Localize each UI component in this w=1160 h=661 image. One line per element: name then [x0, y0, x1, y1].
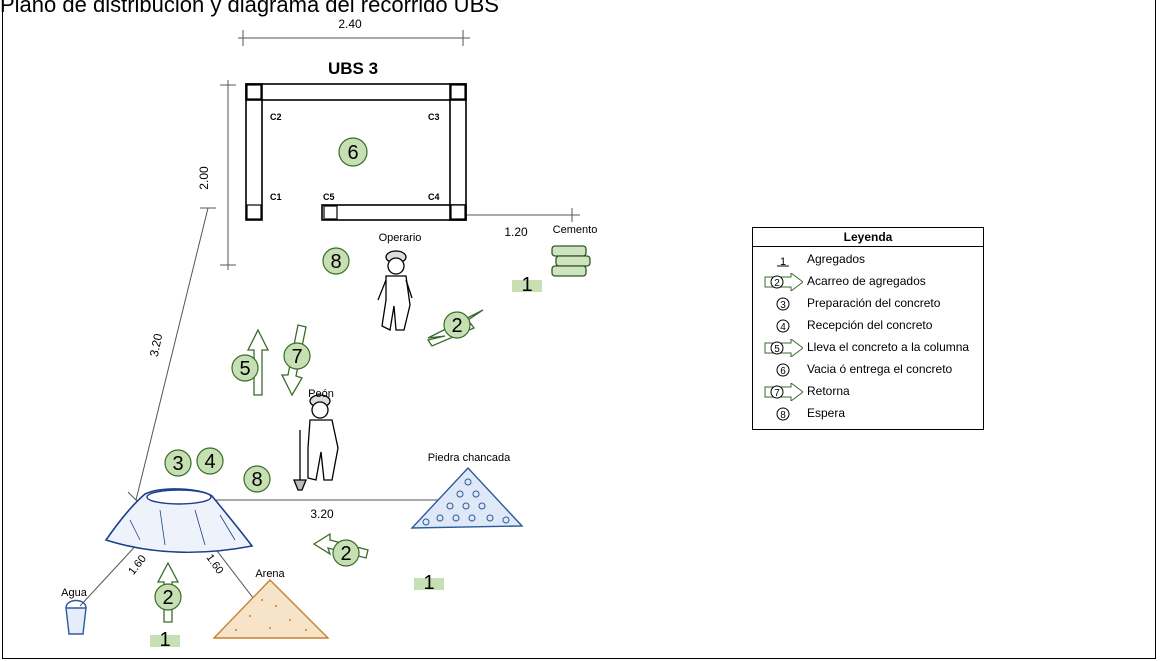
- dim-width-label: 2.40: [338, 17, 362, 31]
- agua-label: Agua: [61, 587, 88, 599]
- dim-horizontal-label: 3.20: [310, 507, 334, 521]
- legend-item-agregados: 1 Agregados: [753, 249, 983, 271]
- legend-symbol-arrow: 7: [764, 383, 803, 401]
- legend-symbol-arrow: 5: [764, 339, 803, 357]
- legend-item-acarreo: 2 Acarreo de agregados: [753, 271, 983, 293]
- legend-label: Espera: [807, 406, 846, 420]
- column-c5-label: C5: [323, 192, 335, 202]
- aggregate-bases: [150, 280, 542, 647]
- legend-item-recepcion: 4 Recepción del concreto: [753, 315, 983, 337]
- peon-label: Peón: [308, 388, 334, 400]
- column-c4-label: C4: [428, 192, 440, 202]
- dim-cemento-label: 1.20: [504, 225, 528, 239]
- water-bucket-icon: [65, 599, 87, 635]
- legend-item-vacia: 6 Vacia ó entrega el concreto: [753, 359, 983, 381]
- marker-recepcion: 4: [204, 451, 215, 473]
- marker-acarreo-bottom: 2: [162, 587, 173, 609]
- legend-title: Leyenda: [753, 228, 983, 247]
- legend-label: Acarreo de agregados: [807, 274, 926, 288]
- piedra-label: Piedra chancada: [428, 452, 511, 464]
- page-title: Plano de distribución y diagrama del rec…: [0, 0, 499, 17]
- ubs-column-blocks: [246, 84, 466, 220]
- column-c3-label: C3: [428, 112, 440, 122]
- legend-symbol-circle: 4: [776, 319, 790, 333]
- marker-acarreo-top: 2: [451, 315, 462, 337]
- legend-label: Agregados: [807, 252, 866, 266]
- legend-label: Preparación del concreto: [807, 296, 941, 310]
- ubs-title: UBS 3: [328, 59, 378, 78]
- legend-symbol-triangle: 1: [777, 256, 789, 268]
- dim-agua-label: 1.60: [126, 553, 149, 577]
- dim-arena-label: 1.60: [203, 552, 225, 576]
- svg-text:3: 3: [780, 300, 786, 311]
- marker-vacia: 6: [347, 142, 358, 164]
- marker-espera-mid: 8: [251, 469, 262, 491]
- legend-symbol-circle: 8: [776, 407, 790, 421]
- legend-label: Vacia ó entrega el concreto: [807, 362, 953, 376]
- peon-figure: [293, 394, 339, 491]
- cemento-icon: [551, 245, 591, 277]
- marker-retorna: 7: [291, 346, 302, 368]
- legend-item-lleva: 5 Lleva el concreto a la columna: [753, 337, 983, 359]
- sand-pile-icon: [212, 579, 330, 639]
- arena-label: Arena: [255, 568, 285, 580]
- legend-symbol-circle: 3: [776, 297, 790, 311]
- marker-espera-top: 8: [330, 251, 341, 273]
- legend-item-espera: 8 Espera: [753, 403, 983, 425]
- cemento-label: Cemento: [553, 224, 598, 236]
- legend-item-preparacion: 3 Preparación del concreto: [753, 293, 983, 315]
- legend-label: Lleva el concreto a la columna: [807, 340, 970, 354]
- legend-symbol-circle: 6: [776, 363, 790, 377]
- ubs-walls: [245, 83, 467, 221]
- marker-agregado-bottom: 1: [159, 629, 170, 651]
- dim-diagonal-label: 3.20: [147, 332, 166, 358]
- svg-text:7: 7: [774, 388, 780, 399]
- legend: Leyenda 1 Agregados 2 Acarreo de agregad…: [752, 227, 984, 430]
- operario-figure: [377, 250, 413, 331]
- dim-height-label: 2.00: [197, 166, 211, 190]
- mixing-pile-icon: [104, 488, 254, 554]
- svg-text:4: 4: [780, 322, 786, 333]
- column-c2-label: C2: [270, 112, 282, 122]
- arrow-circles: [154, 311, 471, 611]
- operario-label: Operario: [379, 232, 422, 244]
- svg-text:2: 2: [774, 278, 780, 289]
- column-c1-label: C1: [270, 192, 282, 202]
- marker-agregado-mid: 1: [423, 572, 434, 594]
- svg-text:8: 8: [780, 410, 786, 421]
- stone-pile-icon: [410, 466, 524, 529]
- legend-label: Retorna: [807, 384, 850, 398]
- legend-label: Recepción del concreto: [807, 318, 933, 332]
- marker-agregado-top: 1: [521, 274, 532, 296]
- marker-acarreo-mid: 2: [340, 543, 351, 565]
- svg-text:5: 5: [774, 344, 780, 355]
- legend-symbol-arrow: 2: [764, 273, 803, 291]
- activity-circles: [164, 137, 368, 493]
- svg-text:1: 1: [780, 256, 786, 268]
- svg-text:6: 6: [780, 366, 786, 377]
- marker-lleva-concreto: 5: [239, 358, 250, 380]
- legend-item-retorna: 7 Retorna: [753, 381, 983, 403]
- marker-preparacion: 3: [172, 453, 183, 475]
